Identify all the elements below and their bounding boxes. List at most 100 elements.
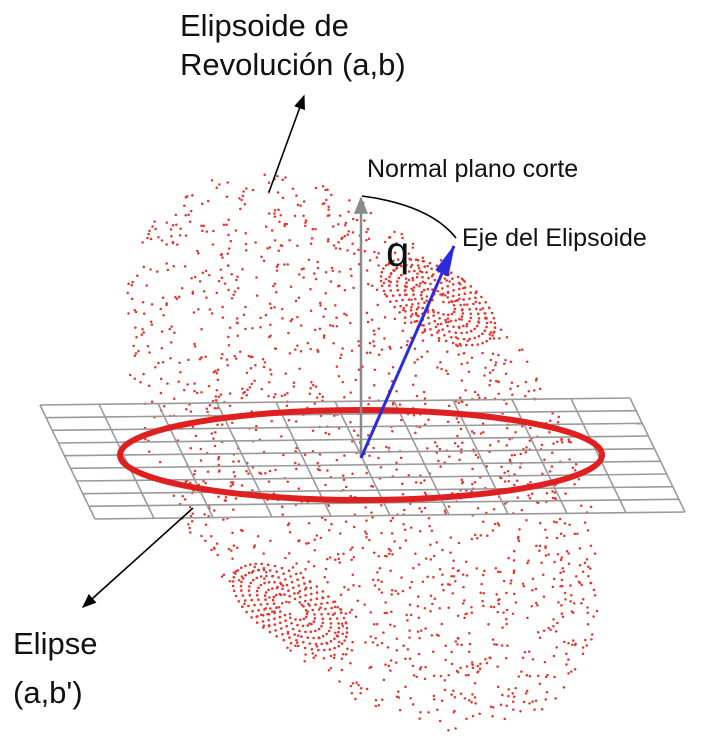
contour-point bbox=[403, 288, 407, 292]
ellipsoid-point bbox=[364, 641, 367, 644]
ellipsoid-point bbox=[497, 602, 501, 606]
ellipsoid-point bbox=[473, 533, 477, 537]
ellipsoid-point bbox=[329, 666, 333, 670]
ellipsoid-point bbox=[421, 270, 424, 274]
ellipsoid-point bbox=[228, 392, 232, 395]
contour-point bbox=[379, 279, 383, 283]
ellipsoid-point bbox=[332, 225, 335, 228]
ellipsoid-point bbox=[198, 357, 202, 361]
contour-point bbox=[450, 271, 453, 275]
ellipsoid-point bbox=[161, 361, 165, 364]
ellipsoid-point bbox=[413, 361, 416, 364]
ellipsoid-point bbox=[199, 447, 203, 451]
ellipsoid-point bbox=[349, 321, 352, 325]
ellipsoid-point bbox=[201, 229, 204, 233]
contour-point bbox=[255, 593, 259, 597]
ellipsoid-point bbox=[313, 538, 316, 541]
ellipsoid-point bbox=[420, 355, 423, 359]
contour-point bbox=[441, 328, 445, 331]
ellipsoid-point bbox=[551, 585, 555, 589]
ellipsoid-point bbox=[479, 308, 482, 311]
ellipsoid-point bbox=[190, 520, 194, 523]
ellipsoid-point bbox=[285, 404, 289, 408]
ellipsoid-point bbox=[391, 401, 395, 405]
ellipsoid-point bbox=[417, 305, 420, 309]
ellipsoid-point bbox=[204, 355, 207, 358]
ellipsoid-point bbox=[341, 347, 344, 350]
ellipsoid-point bbox=[357, 368, 361, 371]
contour-point bbox=[333, 646, 336, 650]
contour-point bbox=[323, 648, 326, 652]
ellipsoid-point bbox=[483, 569, 486, 573]
ellipsoid-point bbox=[557, 415, 561, 419]
ellipsoid-point bbox=[514, 686, 517, 690]
ellipsoid-point bbox=[543, 660, 547, 664]
contour-point bbox=[309, 598, 313, 602]
contour-point bbox=[461, 308, 464, 311]
ellipsoid-point bbox=[479, 432, 483, 435]
ellipsoid-point bbox=[538, 544, 542, 548]
ellipsoid-point bbox=[389, 659, 393, 662]
contour-point bbox=[463, 280, 467, 283]
ellipsoid-point bbox=[153, 220, 156, 223]
ellipsoid-point bbox=[472, 432, 476, 435]
contour-point bbox=[485, 339, 489, 343]
contour-point bbox=[388, 261, 391, 265]
ellipsoid-point bbox=[267, 394, 270, 398]
contour-point bbox=[426, 287, 430, 291]
ellipsoid-point bbox=[296, 592, 300, 595]
contour-point bbox=[294, 618, 297, 621]
contour-point bbox=[423, 330, 427, 333]
contour-point bbox=[251, 609, 254, 613]
ellipsoid-point bbox=[365, 471, 368, 475]
contour-point bbox=[481, 341, 484, 345]
contour-point bbox=[268, 630, 272, 634]
ellipsoid-point bbox=[331, 269, 335, 273]
ellipsoid-point bbox=[321, 184, 325, 188]
ellipsoid-point bbox=[525, 689, 529, 693]
ellipsoid-point bbox=[377, 327, 381, 330]
ellipsoid-point bbox=[273, 305, 276, 309]
ellipsoid-point bbox=[352, 286, 355, 290]
contour-point bbox=[250, 598, 253, 602]
ellipsoid-point bbox=[215, 291, 218, 295]
ellipsoid-point bbox=[520, 508, 524, 512]
ellipsoid-point bbox=[226, 252, 229, 256]
ellipsoid-point bbox=[438, 567, 442, 571]
ellipsoid-point bbox=[395, 242, 398, 245]
contour-point bbox=[250, 616, 253, 619]
ellipsoid-point bbox=[372, 622, 376, 626]
ellipsoid-point bbox=[509, 360, 513, 363]
ellipsoid-point bbox=[194, 434, 198, 438]
ellipsoid-point bbox=[377, 264, 380, 267]
ellipsoid-point bbox=[375, 622, 379, 626]
ellipsoid-point bbox=[182, 388, 186, 392]
contour-point bbox=[325, 632, 329, 636]
ellipsoid-point bbox=[311, 449, 315, 453]
ellipsoid-point bbox=[294, 461, 297, 465]
ellipsoid-point bbox=[550, 451, 554, 454]
ellipsoid-point bbox=[409, 265, 413, 269]
ellipsoid-point bbox=[308, 622, 311, 625]
ellipsoid-point bbox=[427, 418, 430, 421]
ellipsoid-point bbox=[453, 695, 457, 699]
ellipsoid-point bbox=[268, 212, 271, 215]
ellipsoid-point bbox=[433, 441, 437, 444]
ellipsoid-point bbox=[200, 534, 203, 538]
ellipsoid-point bbox=[216, 406, 219, 410]
ellipsoid-point bbox=[355, 218, 359, 222]
ellipsoid-point bbox=[518, 349, 521, 352]
ellipsoid-point bbox=[555, 536, 559, 540]
contour-point bbox=[257, 598, 260, 601]
contour-point bbox=[430, 333, 434, 337]
ellipsoid-point bbox=[534, 699, 538, 702]
contour-point bbox=[275, 606, 278, 609]
ellipsoid-point bbox=[394, 661, 398, 664]
ellipsoid-point bbox=[341, 632, 344, 636]
ellipsoid-point bbox=[438, 719, 442, 723]
ellipsoid-point bbox=[488, 383, 491, 387]
contour-point bbox=[340, 642, 344, 645]
ellipsoid-point bbox=[371, 516, 374, 519]
ellipsoid-point bbox=[567, 438, 570, 441]
ellipsoid-point bbox=[295, 194, 298, 197]
